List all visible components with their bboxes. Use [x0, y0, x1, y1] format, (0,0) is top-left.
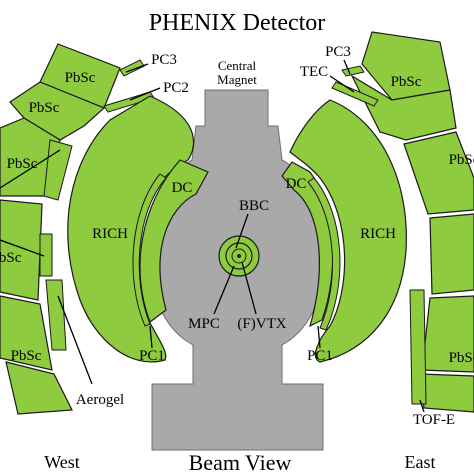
aerogel-west-lower	[45, 279, 67, 351]
pc3-west-label: PC3	[151, 52, 177, 68]
vtx-label: (F)VTX	[237, 316, 286, 332]
pbsc-west-label-4: PbSc	[0, 250, 22, 266]
dc-west	[139, 159, 209, 323]
beam-pipe	[237, 254, 241, 258]
pbsc-east-6	[419, 373, 474, 413]
pbsc-west-label-3: PbSc	[7, 156, 38, 172]
pbsc-east-label-1: PbSc	[391, 74, 422, 90]
leader-lines	[0, 59, 425, 413]
pbsc-east-3	[403, 131, 474, 215]
tofe-label: TOF-E	[413, 412, 455, 428]
tof-east-leader	[419, 399, 425, 413]
tof-east	[409, 289, 427, 405]
beam-view-label: Beam View	[189, 450, 292, 474]
pc1-east-leader	[317, 325, 321, 349]
pbsc-west-5	[0, 295, 53, 371]
pc1-west-label: PC1	[139, 348, 165, 364]
aerogel-label: Aerogel	[76, 392, 124, 408]
aerogel-leader	[57, 295, 93, 385]
pc2-west-leader	[129, 87, 161, 101]
west-side-leader-1	[0, 149, 61, 189]
rich-east-label: RICH	[360, 226, 396, 242]
pbsc-west-label-2: PbSc	[29, 100, 60, 116]
east-label: East	[405, 452, 436, 472]
pbsc-east-2	[350, 74, 457, 141]
pc3-east	[341, 65, 365, 77]
west-side-leader-2	[0, 239, 45, 257]
pc1-west	[132, 173, 167, 327]
pc2-west-label: PC2	[163, 80, 189, 96]
dc-west-label: DC	[172, 180, 193, 196]
pbsc-west-4	[0, 199, 43, 301]
dc-east-label: DC	[286, 176, 307, 192]
pbsc-east-4	[429, 213, 474, 295]
pbsc-east-label-3: PbSc	[449, 350, 474, 366]
rich-west	[67, 95, 195, 363]
tec-east-label: TEC	[300, 64, 328, 80]
mpc-label: MPC	[188, 316, 220, 332]
pc3-west-leader	[125, 63, 149, 73]
pbsc-west-label-5: PbSc	[11, 348, 42, 364]
mpc-leader	[213, 265, 235, 315]
central-magnet-label-2: Magnet	[217, 72, 257, 87]
diagram-title: PHENIX Detector	[149, 10, 326, 36]
aerogel-west-mid	[39, 233, 53, 277]
vtx-leader	[241, 261, 257, 315]
rich-west-label: RICH	[92, 226, 128, 242]
central-magnet-label-1: Central	[218, 58, 257, 73]
pbsc-west-label-1: PbSc	[65, 70, 96, 86]
tec-east	[331, 81, 379, 107]
west-label: West	[44, 452, 80, 472]
east-arm	[281, 31, 474, 413]
pbsc-east-label-2: PbSc	[449, 152, 474, 168]
rich-east	[289, 99, 407, 363]
text-labels: PHENIX Detector Central Magnet PbSc PbSc…	[0, 10, 474, 474]
pc3-east-leader	[343, 59, 351, 75]
west-arm	[0, 43, 209, 415]
pc3-east-label: PC3	[325, 44, 351, 60]
pc3-west	[119, 59, 145, 77]
pc1-east-label: PC1	[307, 348, 333, 364]
pbsc-west-6	[5, 361, 73, 415]
bbc-leader	[235, 213, 249, 249]
bbc-label: BBC	[239, 198, 269, 214]
tec-east-leader	[329, 75, 355, 93]
beam-center	[218, 235, 260, 277]
pc1-west-leader	[149, 325, 153, 349]
pc1-east	[307, 177, 341, 331]
